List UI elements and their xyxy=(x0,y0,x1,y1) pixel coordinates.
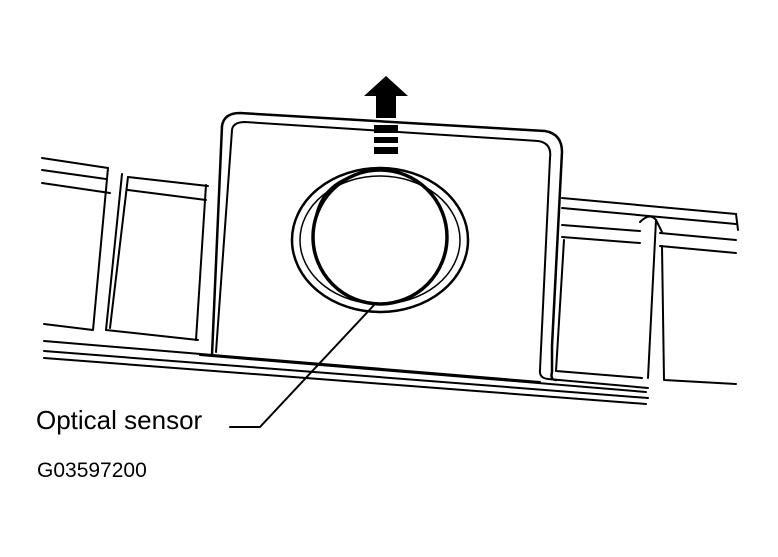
right-slot-frame xyxy=(555,213,739,385)
optical-sensor xyxy=(290,166,470,314)
sensor-bezel xyxy=(290,166,470,314)
up-arrow-icon xyxy=(364,76,408,154)
sensor-lens xyxy=(311,168,449,306)
right-rail-top-edge xyxy=(561,197,737,254)
left-slot-frame xyxy=(43,167,209,341)
base-rails xyxy=(43,340,649,405)
bracket-outline xyxy=(210,111,564,382)
bracket-inner-outline xyxy=(215,121,649,389)
figure-id: G03597200 xyxy=(37,459,147,482)
callout-leader-line xyxy=(229,303,376,428)
left-rail-top-edge xyxy=(41,157,111,194)
optical-sensor-label: Optical sensor xyxy=(36,405,203,435)
